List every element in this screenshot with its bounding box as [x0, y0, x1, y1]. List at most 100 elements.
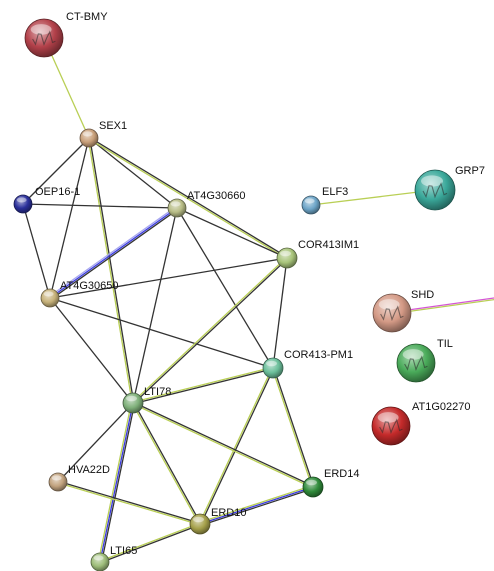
node-highlight — [378, 299, 400, 310]
node-highlight — [30, 24, 52, 35]
node-at1g02270[interactable]: AT1G02270 — [371, 401, 471, 446]
edge-line — [99, 402, 134, 563]
edge-line — [133, 401, 314, 487]
edge-cor413-pm1-erd10 — [198, 367, 275, 525]
node-highlight — [306, 479, 317, 486]
edge-sex1-lti78 — [87, 137, 135, 404]
edge-erd10-lti65 — [99, 522, 201, 564]
node-circle[interactable] — [40, 288, 60, 308]
node-highlight — [16, 197, 27, 203]
protein-structure-glyph — [404, 355, 428, 372]
node-highlight — [266, 360, 277, 367]
node-circle[interactable] — [414, 169, 456, 211]
node-lti78[interactable]: LTI78 — [122, 386, 171, 414]
node-highlight — [193, 516, 204, 523]
node-highlight — [93, 555, 104, 561]
node-circle[interactable] — [189, 513, 211, 535]
node-circle[interactable] — [371, 406, 411, 446]
node-highlight — [126, 395, 137, 402]
edge-at4g30660-lti78 — [132, 207, 178, 404]
node-highlight — [377, 412, 399, 423]
edge-line — [87, 138, 133, 404]
edge-lti78-lti65 — [97, 402, 136, 563]
node-circle[interactable] — [90, 552, 110, 571]
node-highlight — [51, 475, 62, 481]
node-at4g30660[interactable]: AT4G30660 — [167, 190, 246, 218]
node-elf3[interactable]: ELF3 — [301, 186, 348, 215]
node-circle[interactable] — [167, 198, 187, 218]
edge-line — [89, 137, 135, 403]
protein-structure-glyph — [380, 305, 404, 322]
node-label: COR413IM1 — [298, 239, 359, 251]
edge-line — [99, 522, 200, 562]
edge-line — [132, 366, 273, 403]
edge-line — [199, 484, 313, 524]
node-label: COR413-PM1 — [284, 349, 353, 361]
node-shd[interactable]: SHD — [372, 289, 434, 333]
edge-line — [22, 137, 90, 205]
edge-line — [88, 137, 178, 209]
node-erd14[interactable]: ERD14 — [302, 468, 359, 498]
node-label: SHD — [411, 289, 434, 301]
edge-line — [199, 486, 314, 525]
edge-line — [272, 257, 288, 369]
node-at4g30650[interactable]: AT4G30650 — [40, 280, 119, 308]
edge-line — [49, 257, 288, 299]
node-label: ELF3 — [322, 186, 348, 198]
edge-lti78-erd10 — [131, 402, 202, 525]
edge-line — [57, 482, 200, 526]
edge-at4g30650-cor413-pm1 — [49, 297, 274, 369]
node-oep16-1[interactable]: OEP16-1 — [13, 186, 80, 214]
node-circle[interactable] — [122, 392, 144, 414]
node-label: ERD10 — [211, 507, 246, 519]
node-cor413-pm1[interactable]: COR413-PM1 — [262, 349, 353, 379]
node-circle[interactable] — [48, 472, 68, 492]
node-circle[interactable] — [276, 247, 298, 269]
node-til[interactable]: TIL — [396, 338, 453, 383]
edge-at4g30650-cor413im1 — [49, 257, 288, 299]
edge-line — [132, 207, 178, 404]
node-circle[interactable] — [24, 18, 64, 58]
node-highlight — [280, 250, 291, 257]
edge-line — [88, 138, 287, 260]
edge-cor413-pm1-erd14 — [271, 367, 315, 488]
node-label: SEX1 — [99, 120, 127, 132]
edge-line — [49, 207, 178, 299]
edge-line — [100, 403, 136, 563]
edge-at4g30660-cor413im1 — [176, 207, 288, 259]
edge-line — [50, 208, 179, 300]
node-sex1[interactable]: SEX1 — [79, 120, 127, 148]
node-circle[interactable] — [302, 476, 324, 498]
edge-lti78-erd14 — [132, 401, 314, 489]
node-circle[interactable] — [79, 128, 99, 148]
node-label: HVA22D — [68, 464, 110, 476]
edge-erd14-erd10 — [199, 484, 314, 527]
edge-at4g30650-lti78 — [49, 297, 134, 404]
protein-structure-glyph — [32, 30, 56, 47]
edge-at4g30660-cor413-pm1 — [176, 207, 274, 369]
edge-line — [176, 207, 288, 259]
edge-line — [22, 203, 51, 299]
node-circle[interactable] — [301, 195, 321, 215]
edge-sex1-oep16-1 — [22, 137, 90, 205]
node-cor413im1[interactable]: COR413IM1 — [276, 239, 359, 269]
node-highlight — [402, 349, 424, 360]
node-circle[interactable] — [396, 343, 436, 383]
node-ct-bmy[interactable]: CT-BMY — [24, 11, 108, 58]
node-hva22d[interactable]: HVA22D — [48, 464, 110, 492]
node-lti65[interactable]: LTI65 — [90, 545, 137, 571]
node-grp7[interactable]: GRP7 — [414, 165, 485, 211]
edge-line — [132, 403, 313, 489]
node-circle[interactable] — [262, 357, 284, 379]
protein-structure-glyph — [422, 182, 448, 199]
node-erd10[interactable]: ERD10 — [189, 507, 246, 535]
edge-line — [133, 258, 288, 405]
edge-line — [49, 297, 274, 369]
node-label: CT-BMY — [66, 11, 108, 23]
edge-elf3-grp7 — [310, 189, 436, 206]
node-label: GRP7 — [455, 165, 485, 177]
node-circle[interactable] — [372, 293, 412, 333]
node-circle[interactable] — [13, 194, 33, 214]
